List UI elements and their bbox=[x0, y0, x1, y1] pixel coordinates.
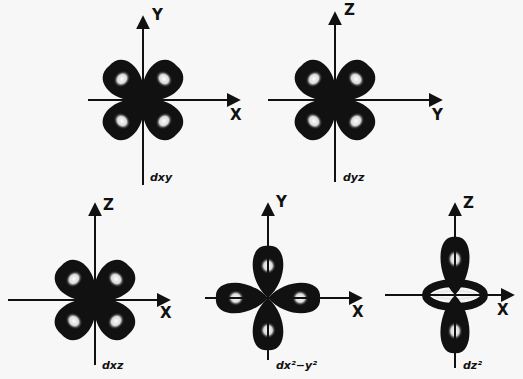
lobe-highlight bbox=[344, 67, 368, 91]
axis-label: Z bbox=[463, 196, 474, 211]
orbital-caption: dx²−y² bbox=[276, 360, 317, 371]
lobe-highlight bbox=[152, 109, 176, 133]
axis-label: X bbox=[352, 305, 364, 320]
lobe-highlight bbox=[104, 309, 128, 333]
orbital-lobe bbox=[322, 87, 381, 146]
horizontal-axis bbox=[8, 299, 168, 301]
lobe-highlight bbox=[302, 109, 326, 133]
axis-label: X bbox=[160, 306, 172, 321]
lobe-highlight bbox=[110, 67, 134, 91]
axis-label: Z bbox=[103, 198, 114, 213]
lobe-shape bbox=[130, 87, 189, 146]
vertical-axis bbox=[267, 205, 269, 360]
axis-label: X bbox=[497, 303, 509, 318]
lobe-highlight bbox=[62, 267, 86, 291]
horizontal-axis bbox=[268, 99, 440, 101]
orbital-caption: dxy bbox=[150, 172, 172, 183]
axis-label: X bbox=[230, 108, 242, 123]
vertical-axis bbox=[454, 205, 456, 368]
orbital-caption: dxz bbox=[102, 360, 123, 371]
orbital-lobe bbox=[82, 287, 141, 346]
vertical-axis bbox=[334, 14, 336, 182]
axis-label: Y bbox=[432, 108, 443, 123]
orbital-caption: dyz bbox=[343, 172, 364, 183]
orbital-caption: dz² bbox=[463, 360, 482, 371]
horizontal-axis bbox=[205, 297, 360, 299]
horizontal-axis bbox=[385, 294, 512, 296]
horizontal-axis bbox=[88, 99, 238, 101]
lobe-highlight bbox=[62, 309, 86, 333]
lobe-highlight bbox=[110, 109, 134, 133]
vertical-axis bbox=[94, 205, 96, 365]
axis-label: Y bbox=[276, 195, 287, 210]
lobe-highlight bbox=[152, 67, 176, 91]
lobe-shape bbox=[322, 87, 381, 146]
vertical-axis bbox=[142, 18, 144, 185]
orbital-lobe bbox=[130, 87, 189, 146]
axis-label: Y bbox=[152, 8, 163, 23]
lobe-highlight bbox=[344, 109, 368, 133]
lobe-shape bbox=[82, 287, 141, 346]
lobe-highlight bbox=[104, 267, 128, 291]
axis-label: Z bbox=[344, 3, 355, 18]
lobe-highlight bbox=[302, 67, 326, 91]
